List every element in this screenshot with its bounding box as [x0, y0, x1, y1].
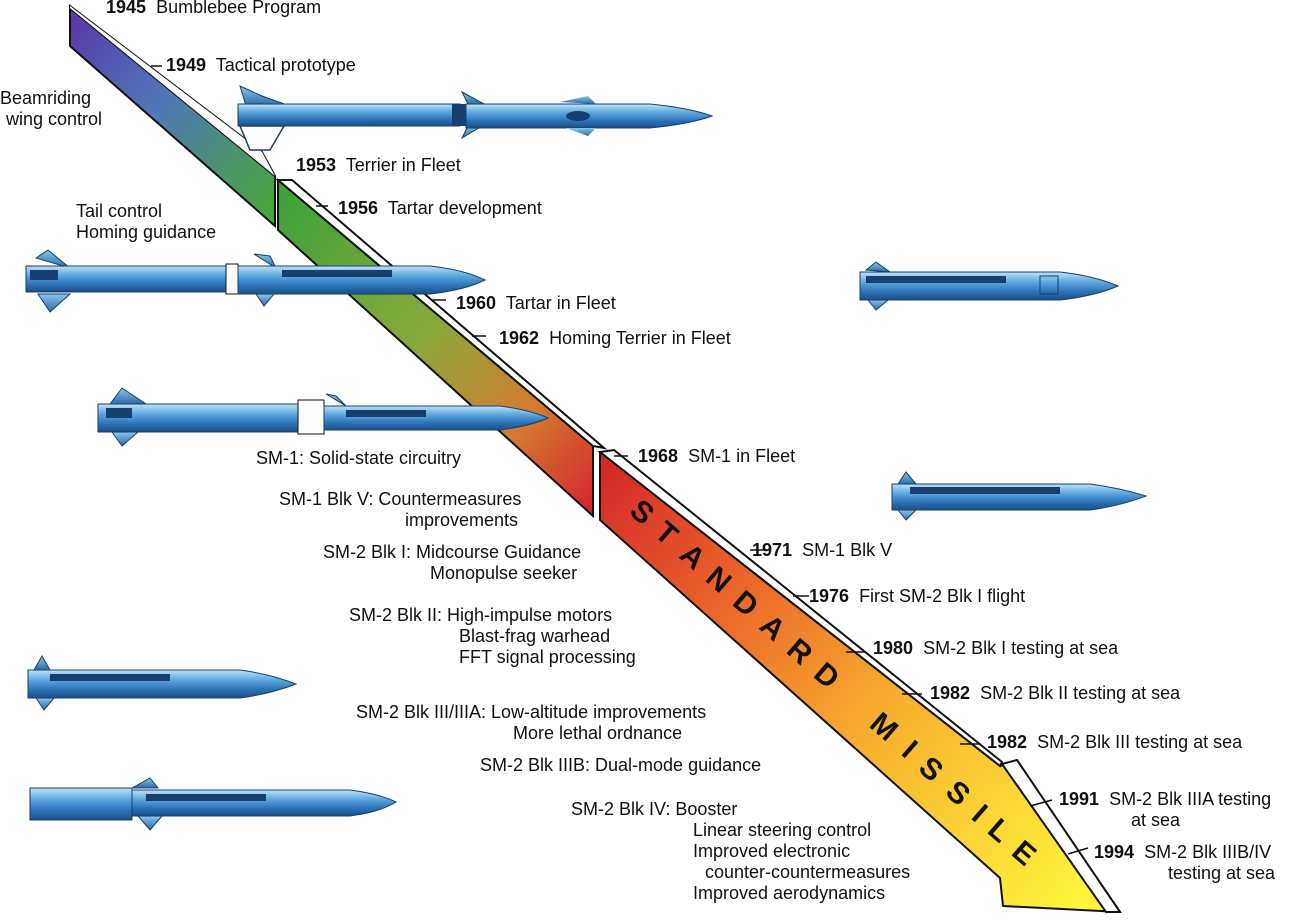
missile-sm2-midcourse — [891, 471, 1148, 521]
timeline-year: 1960 — [456, 293, 497, 313]
timeline-band-segment-1 — [69, 3, 276, 229]
feature-label: SM-2 Blk IIIB: Dual-mode guidance — [480, 755, 762, 775]
timeline-entry: 1949 Tactical prototype — [166, 55, 356, 76]
missile-sm1 — [97, 387, 550, 447]
timeline-event: SM-1 Blk V — [802, 540, 893, 560]
timeline-year: 1980 — [873, 638, 914, 658]
timeline-year: 1968 — [638, 446, 679, 466]
feature-label: SM-2 Blk III/IIIA: Low-altitude improvem… — [356, 702, 707, 743]
timeline-year: 1953 — [296, 155, 337, 175]
timeline-year: 1949 — [166, 55, 207, 75]
timeline-event: Homing Terrier in Fleet — [549, 328, 731, 348]
timeline-event: Tactical prototype — [215, 55, 356, 75]
timeline-entry: 1956 Tartar development — [338, 198, 542, 219]
timeline-entry: 1976 First SM-2 Blk I flight — [809, 586, 1025, 607]
timeline-event: Tartar development — [387, 198, 542, 218]
timeline-entry: 1971 SM-1 Blk V — [752, 540, 892, 561]
timeline-entry: 1980 SM-2 Blk I testing at sea — [873, 638, 1118, 659]
timeline-event-cont: at sea — [1131, 810, 1181, 830]
timeline-ticks — [151, 65, 1089, 855]
timeline-event: SM-2 Blk II testing at sea — [980, 683, 1181, 703]
timeline-event: SM-1 in Fleet — [688, 446, 796, 466]
feature-label: SM-1: Solid-state circuitry — [256, 448, 462, 468]
timeline-band-segment-2 — [275, 177, 608, 519]
timeline-year: 1982 — [930, 683, 971, 703]
timeline-year: 1956 — [338, 198, 379, 218]
timeline-entry: 1982 SM-2 Blk II testing at sea — [930, 683, 1180, 704]
timeline-event: SM-2 Blk IIIA testing — [1109, 789, 1272, 809]
timeline-year: 1976 — [809, 586, 850, 606]
timeline-year: 1994 — [1094, 842, 1135, 862]
timeline-year: 1962 — [499, 328, 540, 348]
missile-sm2-blk-i — [27, 654, 298, 711]
timeline-entry: 1982 SM-2 Blk III testing at sea — [987, 732, 1242, 753]
timeline-arrow-head — [597, 448, 1122, 913]
timeline-event: Tartar in Fleet — [505, 293, 616, 313]
timeline-entry: 1962 Homing Terrier in Fleet — [499, 328, 731, 349]
timeline-year: 1971 — [752, 540, 793, 560]
timeline-event-cont: testing at sea — [1168, 863, 1276, 883]
timeline-entry: 1968 SM-1 in Fleet — [638, 446, 795, 467]
missile-terrier-beamriding — [237, 85, 714, 151]
timeline-entry: 1945 Bumblebee Program — [106, 0, 321, 18]
timeline-event: SM-2 Blk III testing at sea — [1037, 732, 1243, 752]
timeline-year: 1945 — [106, 0, 147, 17]
missile-sm1-blk-v — [859, 261, 1120, 311]
timeline-year: 1991 — [1059, 789, 1100, 809]
timeline-year: 1982 — [987, 732, 1028, 752]
timeline-event: SM-2 Blk I testing at sea — [923, 638, 1119, 658]
timeline-event: Bumblebee Program — [156, 0, 322, 17]
missile-sm2-blk-iv — [29, 777, 398, 831]
timeline-entry: 1953 Terrier in Fleet — [296, 155, 461, 176]
missile-tail-control-homing — [25, 249, 487, 313]
timeline-entry: 1960 Tartar in Fleet — [456, 293, 616, 314]
timeline-event: SM-2 Blk IIIB/IV — [1144, 842, 1272, 862]
timeline-event: Terrier in Fleet — [345, 155, 461, 175]
timeline-event: First SM-2 Blk I flight — [859, 586, 1026, 606]
